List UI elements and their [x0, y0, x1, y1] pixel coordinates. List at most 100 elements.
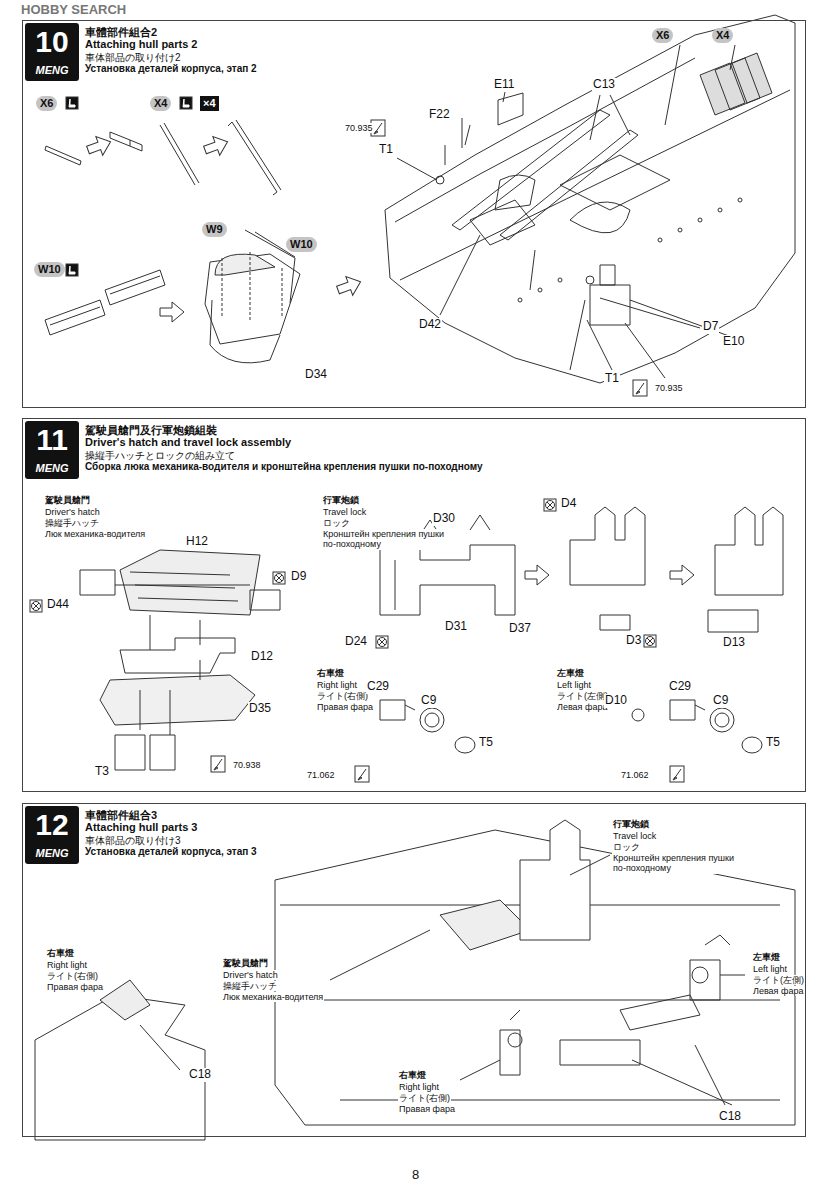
callout-number: T1: [378, 143, 394, 157]
subassembly-label: Правая фара: [46, 982, 104, 992]
subassembly-label: Правая фара: [398, 1104, 456, 1114]
subassembly-label: Travel lock: [322, 507, 367, 517]
subassembly-label: ライト(左側): [556, 691, 609, 701]
callout-number: D12: [250, 650, 274, 664]
step-number: 10: [25, 25, 79, 59]
brand-logo: MENG: [25, 847, 79, 859]
part-count: X6: [652, 28, 673, 43]
step-tab: 11MENG: [25, 421, 79, 479]
subassembly-label: 右車燈: [46, 948, 75, 958]
quantity-badge: ×4: [200, 96, 219, 111]
step-title-zh: 駕駛員艙門及行軍炮鎖組裝: [85, 423, 217, 438]
paint-code: 70.935: [654, 383, 684, 393]
step-title-zh: 車體部件組合3: [85, 808, 157, 823]
callout-number: D10: [604, 694, 628, 708]
step-title-en: Attaching hull parts 3: [85, 821, 197, 833]
subassembly-label: Left light: [556, 680, 592, 690]
subassembly-label: Кронштейн крепления пушки по-походному: [612, 853, 739, 874]
callout-number: D4: [560, 497, 577, 511]
step-title-ja: 操縦手ハッチとロックの組み立て: [85, 449, 235, 463]
step-title-ja: 車体部品の取り付け2: [85, 51, 181, 65]
step-title-en: Driver's hatch and travel lock assembly: [85, 436, 291, 448]
subassembly-label: ライト(右側): [46, 971, 99, 981]
subassembly-label: Right light: [316, 680, 358, 690]
callout-number: T1: [604, 372, 620, 386]
callout-number: E10: [722, 335, 745, 349]
step-title-ru: Установка деталей корпуса, этап 3: [85, 846, 257, 857]
step-tab: 12MENG: [25, 806, 79, 864]
callout-number: D13: [722, 636, 746, 650]
callout-number: C29: [366, 680, 390, 694]
subassembly-label: Правая фара: [316, 702, 374, 712]
step-number: 12: [25, 808, 79, 842]
subassembly-label: ロック: [612, 842, 641, 852]
subassembly-label: Кронштейн крепления пушки по-походному: [322, 529, 449, 550]
callout-number: D35: [248, 702, 272, 716]
callout-number: C18: [718, 1110, 742, 1124]
subassembly-label: 操縦手ハッチ: [44, 518, 100, 528]
subassembly-label: 行軍炮鎖: [612, 819, 650, 829]
subassembly-label: ライト(右側): [316, 691, 369, 701]
callout-number: T3: [94, 765, 110, 779]
step-panel: 10MENG車體部件組合2Attaching hull parts 2車体部品の…: [22, 20, 806, 408]
step-title-ja: 車体部品の取り付け3: [85, 834, 181, 848]
subassembly-label: ライト(右側): [398, 1093, 451, 1103]
brand-logo: MENG: [25, 64, 79, 76]
subassembly-label: Left light: [752, 964, 788, 974]
subassembly-label: Левая фара: [556, 702, 608, 712]
step-number: 11: [25, 423, 79, 457]
subassembly-label: 右車燈: [398, 1070, 427, 1080]
part-count: W10: [286, 237, 317, 252]
callout-number: D31: [444, 620, 468, 634]
step-panel: 11MENG 駕駛員艙門及行軍炮鎖組裝Driver's hatch and tra…: [22, 418, 806, 792]
brand-logo: MENG: [25, 462, 79, 474]
step-tab: 10MENG: [25, 23, 79, 81]
subassembly-label: ロック: [322, 518, 351, 528]
subassembly-label: 右車燈: [316, 668, 345, 678]
callout-number: D42: [418, 318, 442, 332]
part-count: W10: [34, 262, 65, 277]
subassembly-label: Travel lock: [612, 831, 657, 841]
part-count: W9: [202, 222, 227, 237]
subassembly-label: Driver's hatch: [222, 970, 279, 980]
step-title-en: Attaching hull parts 2: [85, 38, 197, 50]
subassembly-label: 駕駛員艙門: [222, 958, 269, 968]
callout-number: D9: [290, 570, 307, 584]
callout-number: C9: [420, 694, 437, 708]
subassembly-label: 行軍炮鎖: [322, 495, 360, 505]
callout-number: D37: [508, 622, 532, 636]
part-count: X4: [712, 28, 733, 43]
callout-number: D24: [344, 635, 368, 649]
paint-code: 70.938: [232, 760, 262, 770]
callout-number: D44: [46, 598, 70, 612]
callout-number: T5: [765, 736, 781, 750]
paint-code: 70.935: [344, 123, 374, 133]
subassembly-label: ライト(左側): [752, 975, 805, 985]
callout-number: C9: [712, 694, 729, 708]
callout-number: C29: [668, 680, 692, 694]
paint-code: 71.062: [306, 770, 336, 780]
subassembly-label: 左車燈: [556, 668, 585, 678]
subassembly-label: Driver's hatch: [44, 507, 101, 517]
callout-number: D3: [625, 634, 642, 648]
callout-number: C13: [592, 78, 616, 92]
watermark: HOBBY SEARCH: [20, 3, 127, 18]
callout-number: D30: [432, 512, 456, 526]
callout-number: E11: [493, 78, 515, 92]
subassembly-label: 左車燈: [752, 952, 781, 962]
subassembly-label: Люк механика-водителя: [44, 529, 146, 539]
step-title-ru: Сборка люка механика-водителя и кронштей…: [85, 461, 483, 472]
callout-number: C18: [188, 1068, 212, 1082]
subassembly-label: Right light: [46, 960, 88, 970]
callout-number: D34: [304, 368, 328, 382]
callout-number: F22: [428, 108, 451, 122]
subassembly-label: 操縦手ハッチ: [222, 981, 278, 991]
part-count: X4: [150, 96, 171, 111]
subassembly-label: 駕駛員艙門: [44, 495, 91, 505]
subassembly-label: Люк механика-водителя: [222, 992, 324, 1002]
subassembly-label: Левая фара: [752, 986, 804, 996]
page-number: 8: [411, 1168, 420, 1183]
callout-number: D7: [702, 320, 719, 334]
part-count: X6: [36, 96, 57, 111]
